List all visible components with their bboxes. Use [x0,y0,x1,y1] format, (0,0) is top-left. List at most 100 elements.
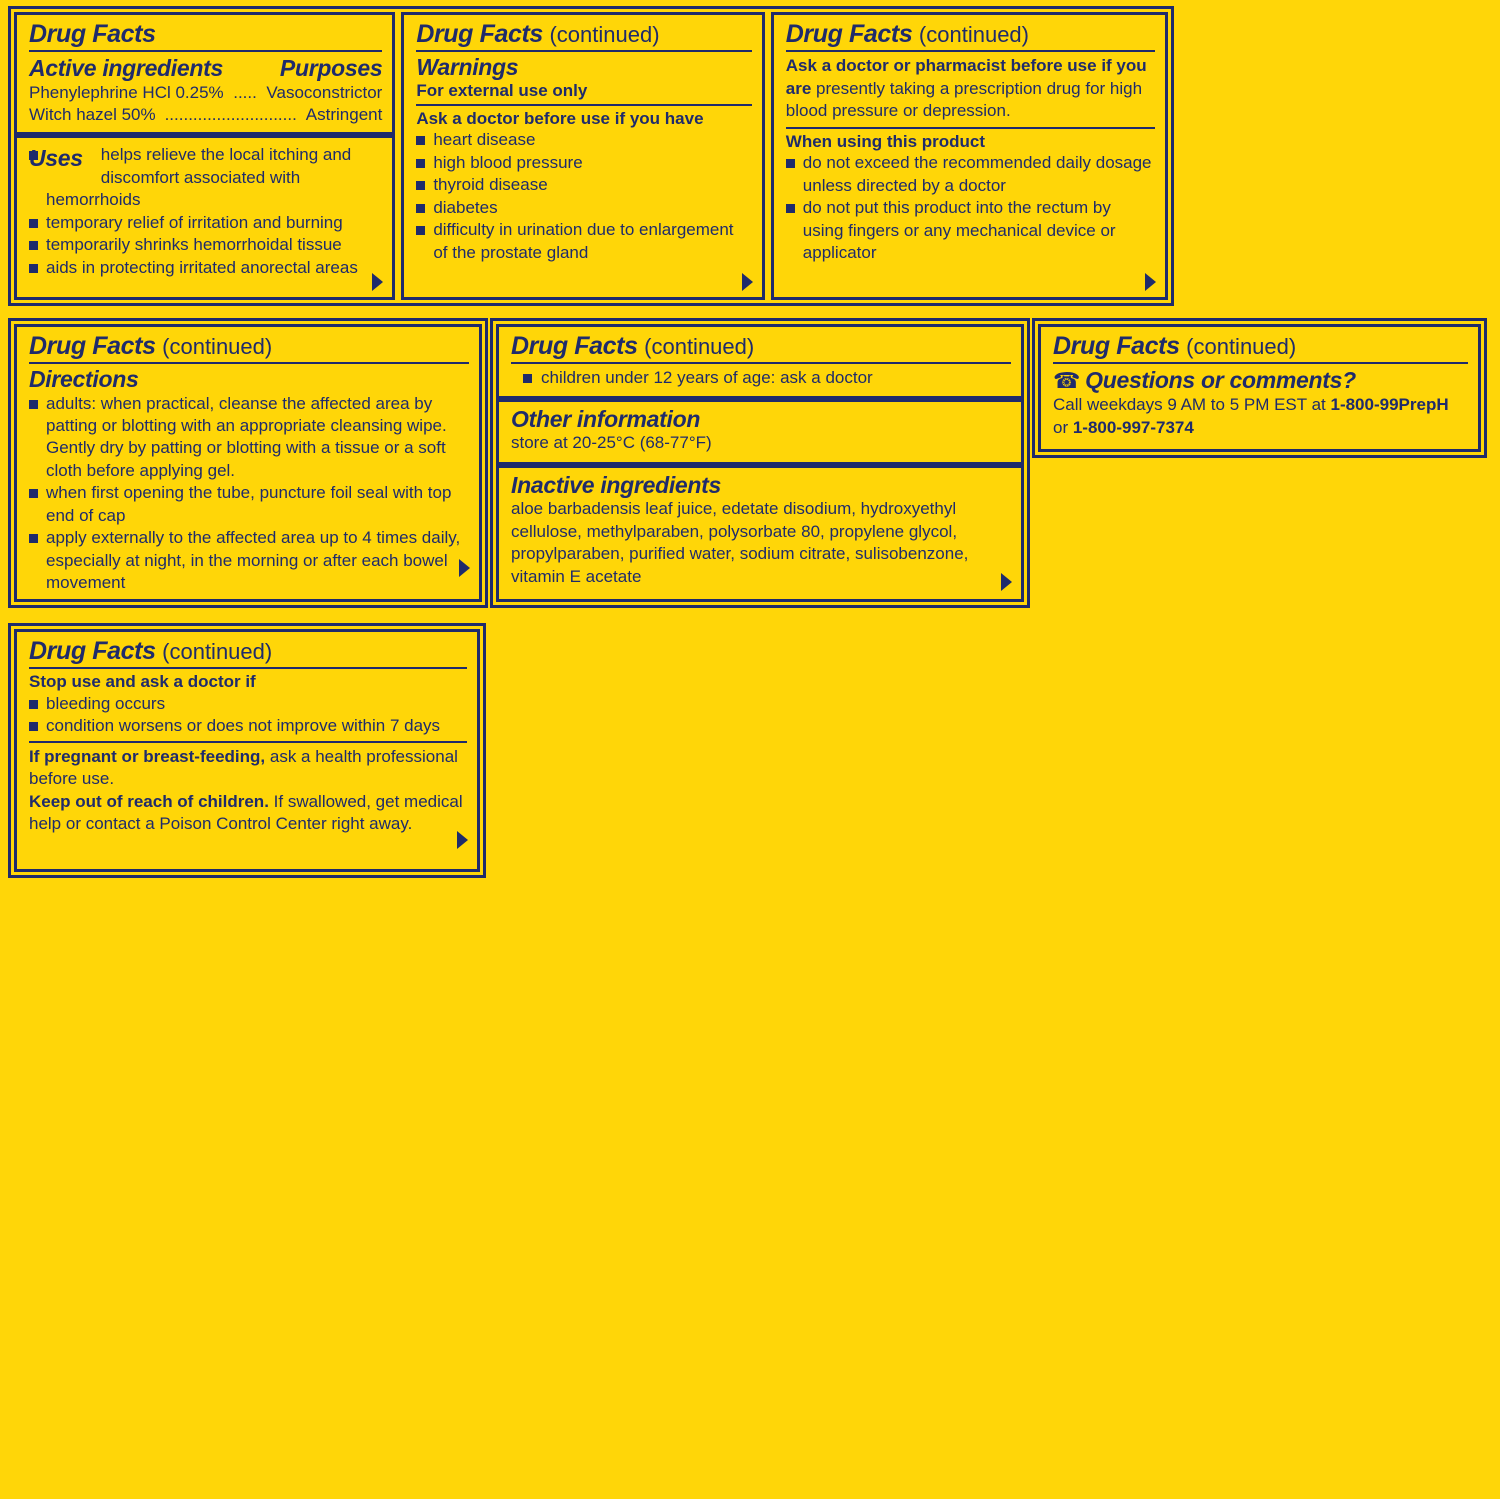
panel-4-title: Drug Facts (continued) [29,332,273,360]
uses-first-list: helps relieve the local itching and disc… [29,144,382,211]
ingredient-row: Witch hazel 50% ........................… [29,104,382,126]
section-divider-bar [17,132,393,139]
panel-5-title: Drug Facts (continued) [511,332,755,360]
keep-out-bold: Keep out of reach of children. [29,791,269,811]
square-bullet-icon [29,218,38,228]
divider [416,50,752,53]
divider [29,667,467,670]
continues-arrow-icon [459,559,470,577]
warnings-heading: Warnings [416,54,519,81]
call-line-1: Call weekdays 9 AM to 5 PM EST at 1-800-… [1053,394,1468,417]
ingredient-row: Phenylephrine HCl 0.25% ..... Vasoconstr… [29,82,382,104]
list-item: high blood pressure [416,152,751,174]
section-divider-bar [499,461,1021,468]
other-information-text: store at 20-25°C (68-77°F) [511,432,712,452]
phone-number-2[interactable]: 1-800-997-7374 [1072,417,1194,437]
list-item: do not put this product into the rectum … [785,197,1155,264]
panel-other-information: Drug Facts (continued) children under 12… [490,318,1030,608]
pregnant-rest: ask a health professional before use. [29,746,458,789]
drug-facts-row-1: Drug Facts Active ingredients Purposes P… [8,6,1174,306]
questions-heading: ☎ Questions or comments? [1053,367,1468,394]
panel-6-title: Drug Facts (continued) [1053,332,1297,360]
list-item: diabetes [416,197,751,219]
keep-out-rest: If swallowed, get medical help or contac… [29,791,463,834]
panel-3-title: Drug Facts (continued) [785,20,1029,48]
active-ingredients-heading: Active ingredients [29,55,223,82]
divider [1053,362,1468,365]
divider [416,103,752,106]
list-item: adults: when practical, cleanse the affe… [29,393,469,483]
panel-stop-use: Drug Facts (continued) Stop use and ask … [8,623,486,878]
list-item: thyroid disease [416,174,751,196]
ingredient-dots: ............................ [164,105,297,125]
panel-questions-or-comments: Drug Facts (continued) ☎ Questions or co… [1032,318,1487,458]
square-bullet-icon [416,226,426,236]
conditions-list: heart disease high blood pressure thyroi… [416,129,751,264]
square-bullet-icon [29,263,38,273]
ask-pharmacist-text: Ask a doctor or pharmacist before use if… [786,55,1155,123]
list-item: children under 12 years of age: ask a do… [511,367,1011,389]
other-information-heading: Other information [511,405,701,432]
square-bullet-icon [416,158,426,168]
ingredient-purpose: Astringent [305,105,383,125]
call-prefix: Call weekdays 9 AM to 5 PM EST at [1053,395,1331,415]
divider [785,127,1155,130]
questions-heading-text: Questions or comments? [1085,367,1356,394]
list-item: when first opening the tube, puncture fo… [29,482,469,527]
list-item: condition worsens or does not improve wi… [29,715,467,737]
square-bullet-icon [29,151,38,161]
ingredient-name: Witch hazel 50% [29,105,156,125]
ingredient-purpose: Vasoconstrictor [266,83,383,103]
square-bullet-icon [29,399,38,409]
divider [511,362,1011,365]
purposes-heading: Purposes [279,55,383,82]
square-bullet-icon [29,699,38,709]
divider [29,50,383,53]
continues-arrow-icon [1001,573,1012,591]
directions-list: adults: when practical, cleanse the affe… [29,393,469,595]
divider [29,740,467,743]
panel-1-title: Drug Facts [29,20,156,48]
continues-arrow-icon [1145,273,1156,291]
uses-heading: Uses [29,145,83,172]
panel-warnings: Drug Facts (continued) Warnings For exte… [401,12,765,300]
square-bullet-icon [785,204,795,214]
square-bullet-icon [416,203,426,213]
stop-use-heading: Stop use and ask a doctor if [29,672,256,692]
when-using-heading: When using this product [785,132,986,152]
ask-doctor-heading: Ask a doctor before use if you have [416,108,704,128]
keep-out-of-reach-text: Keep out of reach of children. If swallo… [29,791,467,836]
directions-heading: Directions [29,366,139,393]
list-item: bleeding occurs [29,693,467,715]
or-prefix: or [1053,417,1073,437]
inactive-ingredients-heading: Inactive ingredients [511,471,722,498]
panel-ask-pharmacist: Drug Facts (continued) Ask a doctor or p… [770,12,1168,300]
list-item: temporarily shrinks hemorrhoidal tissue [29,234,382,256]
panel-active-ingredients-uses: Drug Facts Active ingredients Purposes P… [14,12,396,300]
continues-arrow-icon [372,273,384,291]
when-using-list: do not exceed the recommended daily dosa… [785,152,1155,264]
phone-number-1[interactable]: 1-800-99PrepH [1330,395,1449,415]
list-item: do not exceed the recommended daily dosa… [785,152,1155,197]
inactive-ingredients-text: aloe barbadensis leaf juice, edetate dis… [511,498,969,586]
square-bullet-icon [416,181,426,191]
divider [29,362,469,365]
square-bullet-icon [416,136,426,146]
pregnant-text: If pregnant or breast-feeding, ask a hea… [29,746,467,791]
list-item: temporary relief of irritation and burni… [29,212,382,234]
panel-directions: Drug Facts (continued) Directions adults… [8,318,488,608]
square-bullet-icon [523,374,532,384]
panel-2-title: Drug Facts (continued) [416,20,660,48]
external-use-text: For external use only [416,80,588,100]
square-bullet-icon [785,159,795,169]
divider [785,50,1155,53]
list-item: helps relieve the local itching and disc… [29,144,382,211]
continues-arrow-icon [741,273,753,291]
ask-pharmacist-rest: presently taking a prescription drug for… [785,78,1143,121]
square-bullet-icon [29,534,38,544]
square-bullet-icon [29,722,38,732]
ingredient-dots: ..... [233,83,257,103]
uses-list: temporary relief of irritation and burni… [29,212,382,279]
stop-use-list: bleeding occurs condition worsens or doe… [29,693,467,738]
